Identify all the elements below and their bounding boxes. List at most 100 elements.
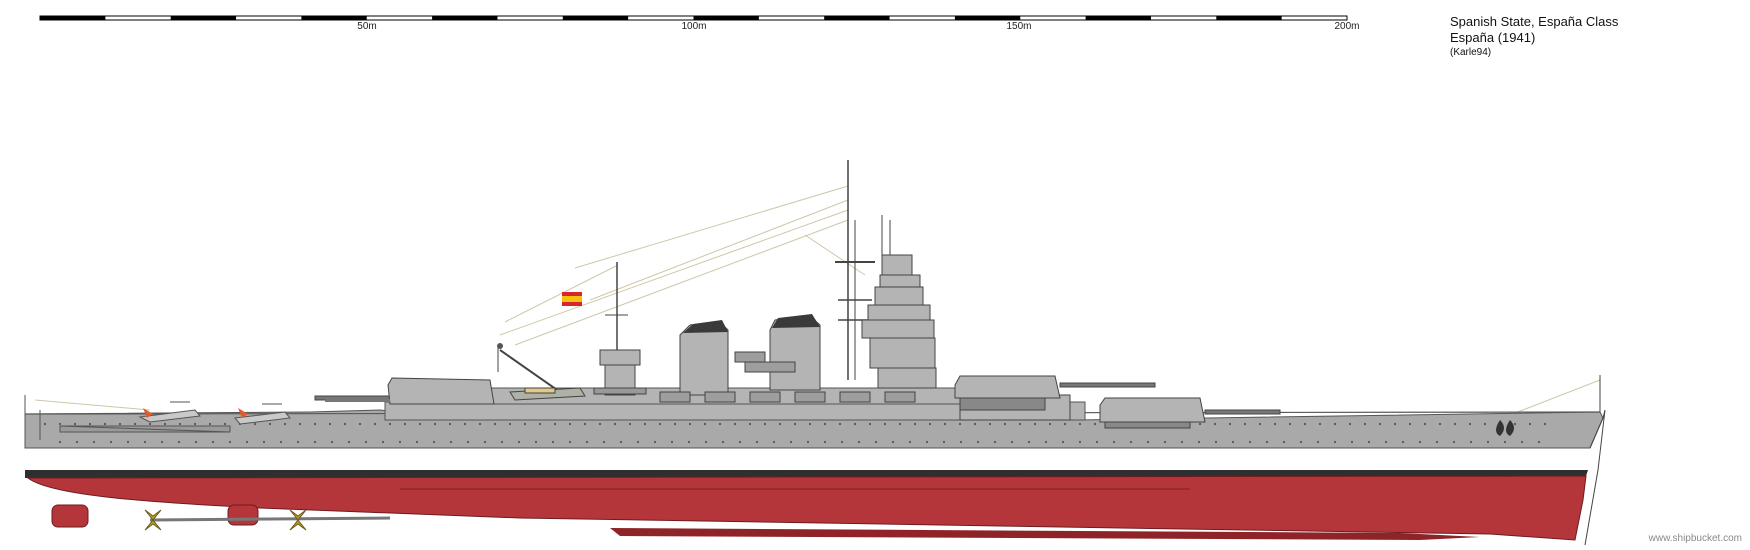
scuttle xyxy=(976,440,980,444)
scuttle xyxy=(478,422,482,426)
scuttle xyxy=(958,422,962,426)
scuttle xyxy=(466,440,470,444)
scuttle xyxy=(973,422,977,426)
scuttle xyxy=(772,440,776,444)
scuttle xyxy=(143,440,147,444)
scuttle xyxy=(1486,440,1490,444)
scuttle xyxy=(364,440,368,444)
scuttle xyxy=(245,440,249,444)
scale-label-150m: 150m xyxy=(1006,21,1032,32)
scuttle xyxy=(1438,422,1442,426)
scuttle xyxy=(718,422,722,426)
scuttle xyxy=(636,440,640,444)
scale-bar-segment xyxy=(170,16,237,20)
scuttle xyxy=(75,440,79,444)
scuttle xyxy=(483,440,487,444)
hull-lower-shadow xyxy=(610,528,1480,540)
scuttle xyxy=(517,440,521,444)
scuttle xyxy=(928,422,932,426)
scuttle xyxy=(508,422,512,426)
scuttle xyxy=(1213,422,1217,426)
scuttle xyxy=(688,422,692,426)
scuttle xyxy=(553,422,557,426)
scuttle xyxy=(194,440,198,444)
scale-bar-segment xyxy=(693,16,759,20)
scuttle xyxy=(432,440,436,444)
scuttle xyxy=(433,422,437,426)
scuttle xyxy=(1033,422,1037,426)
scale-label-200m: 200m xyxy=(1334,21,1360,32)
scuttle xyxy=(538,422,542,426)
scuttle xyxy=(763,422,767,426)
scuttle xyxy=(534,440,538,444)
scuttle xyxy=(1303,422,1307,426)
scale-bar-segment xyxy=(301,16,367,20)
scuttle xyxy=(1543,422,1547,426)
scuttle xyxy=(1273,422,1277,426)
scuttle xyxy=(268,422,272,426)
scale-bar-segment xyxy=(40,16,106,20)
scuttle xyxy=(748,422,752,426)
scuttle xyxy=(908,440,912,444)
scuttle xyxy=(653,440,657,444)
scuttle xyxy=(1027,440,1031,444)
scuttle xyxy=(874,440,878,444)
ship-class-title: Spanish State, España Class xyxy=(1450,14,1619,29)
scuttle xyxy=(358,422,362,426)
scuttle xyxy=(778,422,782,426)
scuttle xyxy=(1528,422,1532,426)
scuttle xyxy=(1258,422,1262,426)
scale-bar-segment xyxy=(824,16,890,20)
scuttle xyxy=(1078,422,1082,426)
scuttle xyxy=(1243,422,1247,426)
scuttle xyxy=(313,440,317,444)
scuttle xyxy=(568,440,572,444)
scuttle xyxy=(1248,440,1252,444)
scuttle xyxy=(1378,422,1382,426)
scale-bar-segment xyxy=(432,16,498,20)
scuttle xyxy=(296,440,300,444)
scuttle xyxy=(343,422,347,426)
scuttle xyxy=(211,440,215,444)
scuttle xyxy=(448,422,452,426)
scuttle xyxy=(857,440,861,444)
scuttle xyxy=(1469,440,1473,444)
scuttle xyxy=(1483,422,1487,426)
secondary-battery xyxy=(659,351,916,403)
scuttle xyxy=(500,440,504,444)
scuttle xyxy=(279,440,283,444)
scuttle xyxy=(891,440,895,444)
scuttle xyxy=(1537,440,1541,444)
scuttle xyxy=(838,422,842,426)
scuttle xyxy=(73,422,77,426)
scuttle xyxy=(806,440,810,444)
scuttle xyxy=(703,422,707,426)
watermark: www.shipbucket.com xyxy=(1648,533,1742,544)
scuttle xyxy=(1048,422,1052,426)
scuttle xyxy=(58,440,62,444)
scuttle xyxy=(1003,422,1007,426)
scuttle xyxy=(1453,422,1457,426)
scuttle xyxy=(43,422,47,426)
aft-mast xyxy=(593,262,647,396)
scuttle xyxy=(109,440,113,444)
scuttle xyxy=(1348,422,1352,426)
scuttle xyxy=(673,422,677,426)
scuttle xyxy=(619,440,623,444)
scuttle xyxy=(1520,440,1524,444)
scuttle xyxy=(493,422,497,426)
scuttle xyxy=(148,422,152,426)
scuttle xyxy=(330,440,334,444)
scuttle xyxy=(602,440,606,444)
scuttle xyxy=(789,440,793,444)
scuttle xyxy=(1095,440,1099,444)
scuttle xyxy=(283,422,287,426)
scuttle xyxy=(942,440,946,444)
anchor-hawse xyxy=(1496,420,1514,436)
scuttle xyxy=(1333,440,1337,444)
scuttle xyxy=(1288,422,1292,426)
scuttle xyxy=(1231,440,1235,444)
scuttle xyxy=(755,440,759,444)
scuttle xyxy=(883,422,887,426)
scuttle xyxy=(58,422,62,426)
